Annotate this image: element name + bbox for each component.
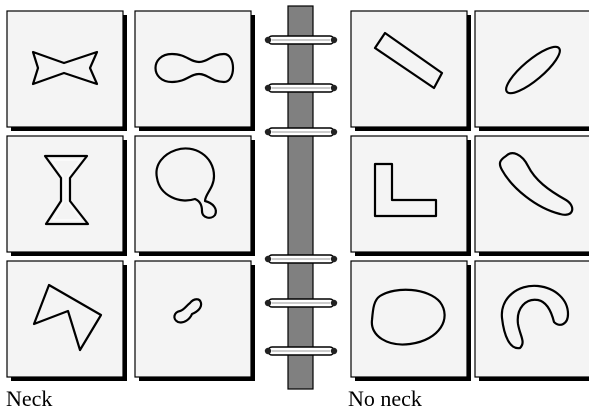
binder-spine [265, 6, 337, 389]
binder-ring [265, 255, 337, 263]
card-oval [351, 261, 471, 381]
card-lollipop-blob [135, 136, 255, 256]
card-hourglass [7, 136, 127, 256]
card-tilted-ellipse [475, 11, 589, 131]
card-l-shape [351, 136, 471, 256]
binder-ring [265, 347, 337, 355]
card-small-blob [135, 261, 255, 381]
spine-bar [288, 6, 313, 389]
binder-ring [265, 299, 337, 307]
card-crescent-hook [475, 261, 589, 381]
card-peanut [135, 11, 255, 131]
card-tilted-rectangle [351, 11, 471, 131]
card-banana [475, 136, 589, 256]
binder-ring [265, 84, 337, 92]
no-neck-label: No neck [348, 388, 422, 410]
neck-label: Neck [6, 388, 52, 410]
binder-ring [265, 128, 337, 136]
card-bent-quad [7, 261, 127, 381]
binder-ring [265, 36, 337, 44]
neck-group [7, 11, 255, 381]
card-bowtie [7, 11, 127, 131]
no-neck-group [351, 11, 589, 381]
